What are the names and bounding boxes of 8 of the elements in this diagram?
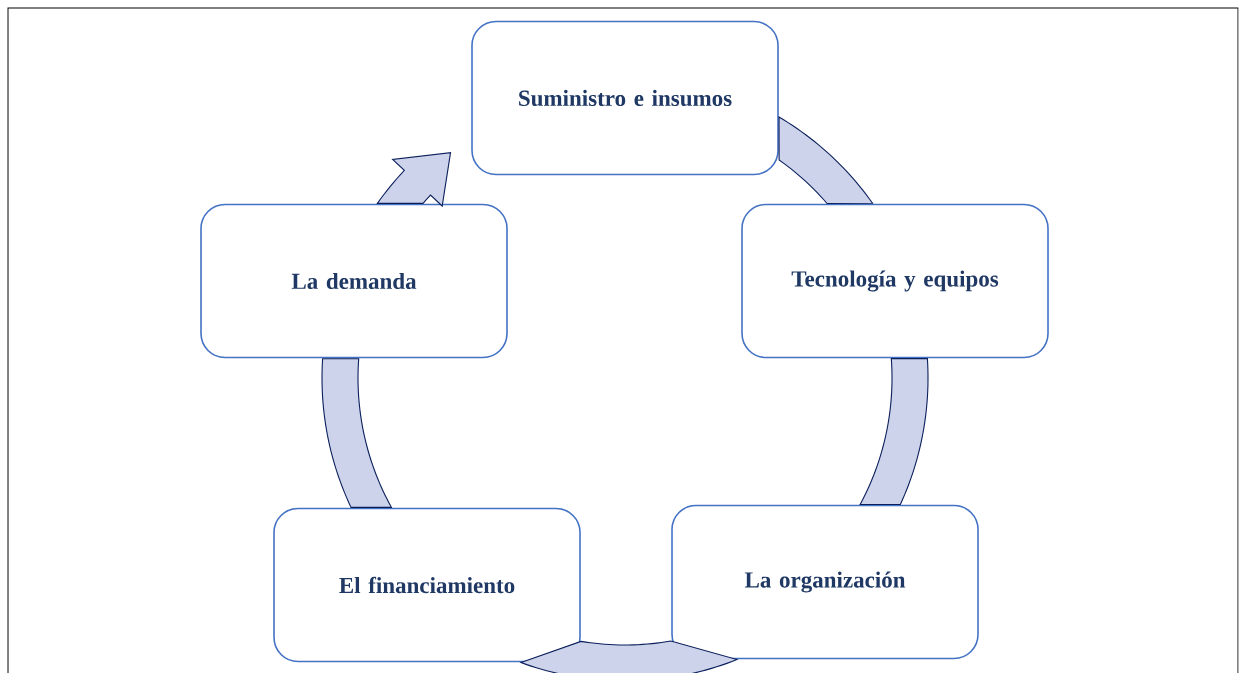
curved-arrow bbox=[859, 358, 929, 505]
process-box: El financiamiento bbox=[273, 507, 581, 663]
curved-arrow bbox=[778, 116, 874, 205]
process-box: Suministro e insumos bbox=[471, 20, 779, 176]
process-box: La demanda bbox=[200, 203, 508, 359]
curved-arrow bbox=[376, 152, 452, 208]
process-box: Tecnología y equipos bbox=[741, 203, 1049, 359]
process-box: La organización bbox=[671, 504, 979, 660]
